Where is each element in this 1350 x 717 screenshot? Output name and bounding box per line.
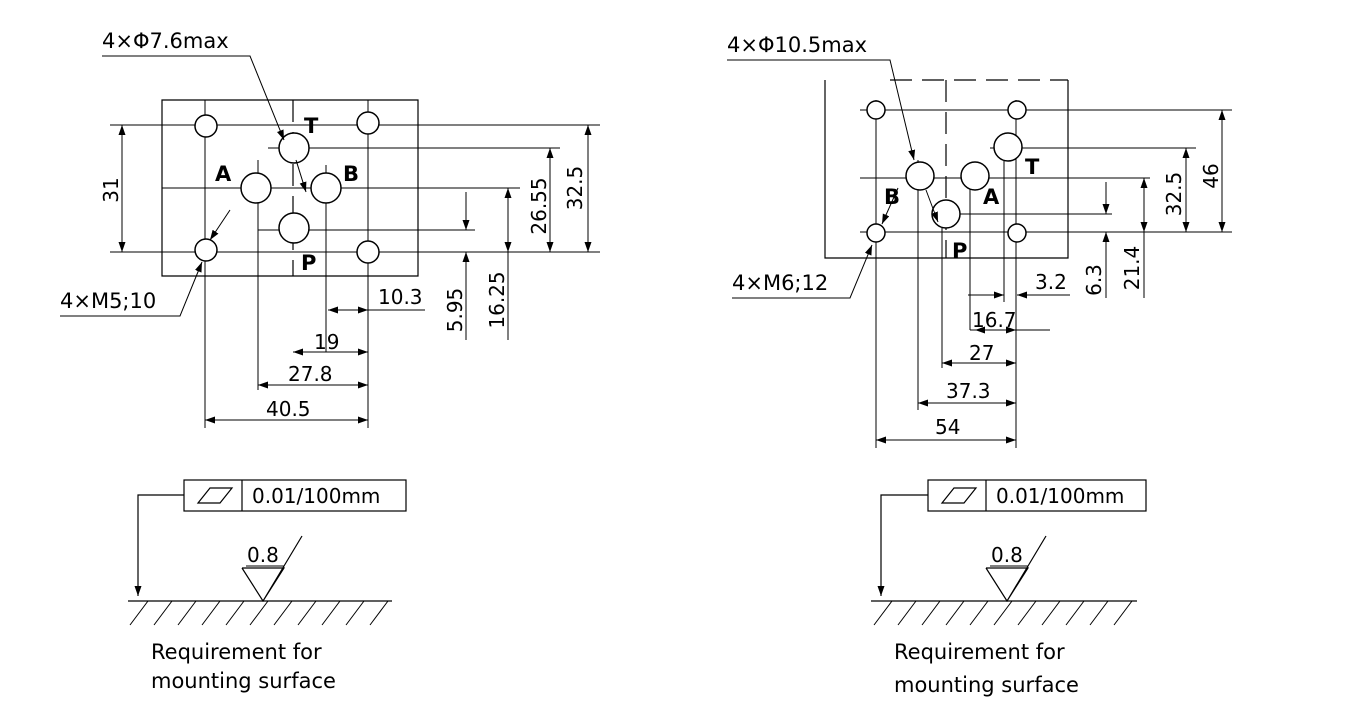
right-hatch bbox=[873, 600, 1133, 626]
right-port-a-label: A bbox=[983, 185, 1000, 209]
right-dim-46: 46 bbox=[1199, 163, 1223, 188]
left-caption-line1: Requirement for bbox=[151, 640, 322, 664]
right-dim-16-7: 16.7 bbox=[972, 308, 1017, 332]
right-port-p-label: P bbox=[952, 239, 967, 263]
right-dim-32-5: 32.5 bbox=[1162, 172, 1186, 217]
roughness-symbol-icon bbox=[985, 535, 1047, 603]
left-port-a-hole bbox=[240, 172, 272, 204]
left-dim-5-95: 5.95 bbox=[443, 288, 467, 333]
right-thread-hole bbox=[866, 100, 886, 120]
right-flatness-value: 0.01/100mm bbox=[996, 484, 1124, 508]
right-dim-37-3: 37.3 bbox=[946, 379, 991, 403]
parallelogram-icon bbox=[940, 487, 978, 504]
left-dim-19: 19 bbox=[314, 330, 339, 354]
left-port-b-hole bbox=[310, 172, 342, 204]
left-port-p-label: P bbox=[301, 251, 316, 275]
right-dim-54: 54 bbox=[935, 415, 960, 439]
left-plate-outline bbox=[161, 99, 419, 277]
left-thread-callout: 4×M5;10 bbox=[60, 289, 156, 313]
right-port-a-hole bbox=[960, 161, 990, 191]
right-leader bbox=[881, 187, 899, 225]
right-dim-6-3: 6.3 bbox=[1082, 264, 1106, 296]
left-port-b-label: B bbox=[343, 162, 359, 186]
parallelogram-icon bbox=[196, 487, 234, 504]
left-dim-40-5: 40.5 bbox=[266, 397, 311, 421]
right-port-b-label: B bbox=[884, 185, 900, 209]
right-thread-hole bbox=[1007, 100, 1027, 120]
left-port-a-label: A bbox=[215, 162, 232, 186]
right-thread-callout: 4×M6;12 bbox=[732, 271, 828, 295]
left-caption-line2: mounting surface bbox=[151, 669, 336, 693]
right-caption-line1: Requirement for bbox=[894, 640, 1065, 664]
right-dim-3-2: 3.2 bbox=[1035, 270, 1067, 294]
left-leader bbox=[60, 261, 203, 317]
roughness-symbol-icon bbox=[241, 535, 303, 603]
left-hatch bbox=[129, 600, 389, 626]
left-port-p-hole bbox=[278, 212, 310, 244]
left-dim-27-8: 27.8 bbox=[288, 362, 333, 386]
left-thread-hole bbox=[194, 238, 218, 262]
right-drawing: T A B P 4×Φ10.5max 4×M6;12 46 32.5 6.3 2… bbox=[727, 33, 1232, 448]
left-thread-hole bbox=[356, 111, 380, 135]
left-port-t-label: T bbox=[304, 114, 319, 138]
left-flatness-leader bbox=[134, 494, 184, 596]
left-flatness-value: 0.01/100mm bbox=[252, 484, 380, 508]
right-flatness-leader bbox=[877, 494, 928, 596]
left-dim-10-3: 10.3 bbox=[378, 285, 423, 309]
right-thread-hole bbox=[866, 223, 886, 243]
left-thread-hole bbox=[356, 240, 380, 264]
right-thread-hole bbox=[1007, 223, 1027, 243]
right-roughness-value: 0.8 bbox=[991, 543, 1023, 567]
left-dim-32-5: 32.5 bbox=[563, 166, 587, 211]
right-dim-27: 27 bbox=[969, 341, 994, 365]
left-drawing: T A B P 4×Φ7.6max 4×M5;10 31 32.5 26.55 … bbox=[60, 29, 600, 428]
left-surface-requirement: 0.01/100mm 0.8 Requirement for mounting … bbox=[128, 479, 407, 693]
right-port-t-label: T bbox=[1025, 155, 1040, 179]
right-big-hole-callout: 4×Φ10.5max bbox=[727, 33, 867, 57]
right-leader bbox=[732, 244, 873, 299]
left-roughness-value: 0.8 bbox=[247, 543, 279, 567]
right-leader bbox=[925, 189, 939, 223]
right-port-b-hole bbox=[905, 161, 935, 191]
right-caption-line2: mounting surface bbox=[894, 673, 1079, 697]
right-surface-requirement: 0.01/100mm 0.8 Requirement for mounting … bbox=[871, 479, 1147, 697]
left-port-t-hole bbox=[278, 132, 310, 164]
left-leader bbox=[295, 159, 307, 193]
left-thread-hole bbox=[194, 114, 218, 138]
right-port-p-hole bbox=[931, 199, 961, 229]
left-dim-16-25: 16.25 bbox=[485, 271, 509, 328]
right-port-t-hole bbox=[993, 132, 1023, 162]
left-leader bbox=[102, 55, 285, 141]
right-dim-21-4: 21.4 bbox=[1120, 246, 1144, 291]
right-leader bbox=[727, 59, 916, 161]
left-big-hole-callout: 4×Φ7.6max bbox=[102, 29, 229, 53]
left-dim-26-55: 26.55 bbox=[527, 177, 551, 234]
left-leader bbox=[209, 209, 231, 241]
left-dim-31: 31 bbox=[99, 177, 123, 202]
